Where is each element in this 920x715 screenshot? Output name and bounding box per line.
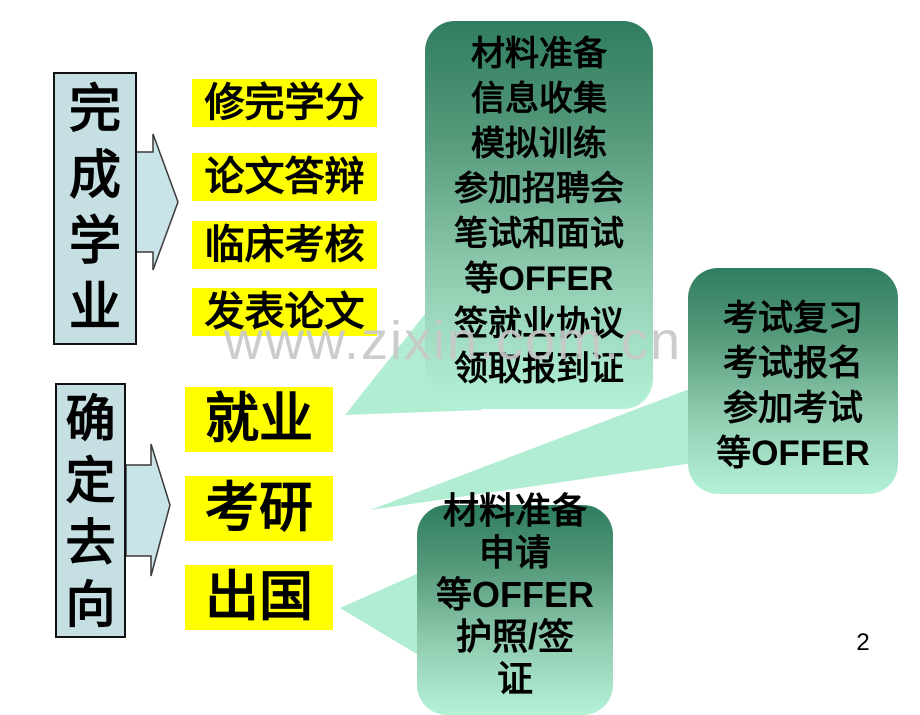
- callout-line: 材料准备: [442, 490, 587, 531]
- callout-line: 等OFFER: [436, 574, 594, 615]
- page-number: 2: [856, 629, 870, 656]
- callout-line: 参加招聘会: [454, 170, 624, 208]
- option-label-gradschool: 考研: [185, 476, 333, 541]
- callout-line: 材料准备: [471, 35, 607, 73]
- callout-tail-kaoyan: [370, 385, 700, 510]
- callout-job-steps-text: 材料准备 信息收集 模拟训练 参加招聘会 笔试和面试 等OFFER 签就业协议 …: [425, 32, 653, 392]
- arrow-stage2: [125, 443, 171, 577]
- callout-abroad-steps-text: 材料准备 申请 等OFFER 护照/签证: [417, 490, 613, 700]
- watermark-text: www.zixin.com.cn: [224, 311, 683, 371]
- step-label-defense: 论文答辩: [192, 153, 377, 201]
- option-label-abroad: 出国: [185, 565, 333, 630]
- step-label-clinical: 临床考核: [192, 221, 377, 269]
- stage-box-decide-direction: 确定去向: [55, 383, 126, 638]
- option-label-employment: 就业: [185, 387, 333, 452]
- callout-abroad-steps: [417, 505, 613, 715]
- callout-line: 考试报名: [722, 344, 863, 383]
- callout-line: 信息收集: [471, 80, 607, 118]
- callout-line: 笔试和面试: [454, 215, 624, 253]
- callout-job-steps: [425, 21, 653, 409]
- arrow-stage1: [135, 133, 179, 271]
- callout-exam-steps: [688, 268, 898, 494]
- step-label-publish: 发表论文: [192, 288, 377, 336]
- callout-line: 等OFFER: [716, 434, 870, 473]
- callout-line: 考试复习: [722, 299, 863, 338]
- callout-exam-steps-text: 考试复习 考试报名 参加考试 等OFFER: [688, 296, 898, 476]
- callout-line: 领取报到证: [454, 350, 624, 388]
- callout-line: 等OFFER: [464, 260, 614, 298]
- slide: { "slide": { "watermark": "www.zixin.com…: [53, 21, 898, 715]
- callout-line: 护照/签证: [455, 616, 574, 699]
- callout-line: 模拟训练: [471, 125, 607, 163]
- callout-line: 申请: [478, 532, 551, 573]
- step-label-credits: 修完学分: [192, 79, 377, 127]
- stage-box-complete-studies: 完成学业: [53, 72, 137, 345]
- callout-tail-chuguo: [340, 568, 430, 662]
- callout-line: 签就业协议: [454, 305, 624, 343]
- callout-line: 参加考试: [722, 389, 863, 428]
